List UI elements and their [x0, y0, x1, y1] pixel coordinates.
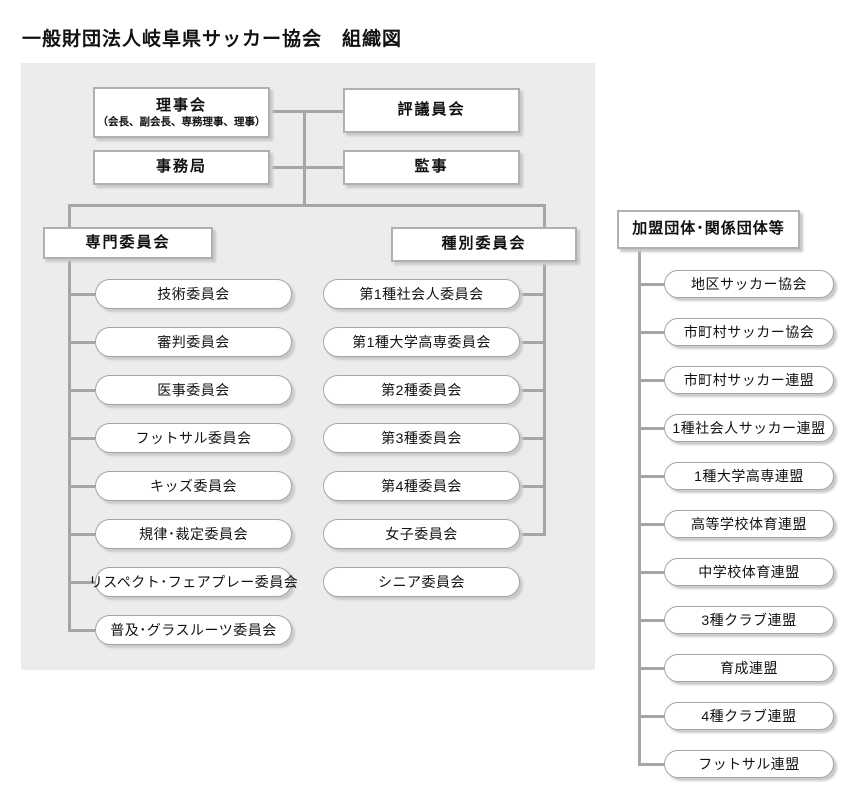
- affiliate-item: 4種クラブ連盟: [664, 702, 834, 730]
- stub: [519, 533, 546, 536]
- category-committees-label: 種別委員会: [441, 235, 527, 253]
- category-committee-item: 第1種社会人委員会: [323, 279, 520, 309]
- stub: [638, 475, 665, 478]
- stub: [69, 581, 95, 584]
- affiliate-item: 地区サッカー協会: [664, 270, 834, 298]
- auditors-label: 監事: [414, 158, 449, 176]
- affiliate-item: 市町村サッカー連盟: [664, 366, 834, 394]
- special-committee-item: リスペクト･フェアプレー委員会: [89, 567, 298, 597]
- stub: [638, 427, 665, 430]
- stub: [638, 763, 665, 766]
- special-committee-item: 規律･裁定委員会: [95, 519, 292, 549]
- category-committee-item: 第4種委員会: [323, 471, 520, 501]
- stub: [638, 379, 665, 382]
- affiliate-item: 育成連盟: [664, 654, 834, 682]
- auditors-box: 監事: [343, 150, 520, 185]
- stub: [638, 619, 665, 622]
- stub: [638, 715, 665, 718]
- special-committee-item: 審判委員会: [95, 327, 292, 357]
- special-committee-item: フットサル委員会: [95, 423, 292, 453]
- connector-center-vertical: [303, 110, 306, 207]
- stub: [519, 293, 546, 296]
- connector-affiliates-vertical: [638, 249, 641, 766]
- special-committees-header: 専門委員会: [43, 227, 213, 259]
- special-committee-item: 技術委員会: [95, 279, 292, 309]
- stub: [638, 523, 665, 526]
- stub: [69, 485, 95, 488]
- category-committee-item: 女子委員会: [323, 519, 520, 549]
- secretariat-box: 事務局: [93, 150, 270, 185]
- category-committee-item: 第1種大学高専委員会: [323, 327, 520, 357]
- stub: [638, 571, 665, 574]
- stub: [638, 283, 665, 286]
- councilors-label: 評議員会: [397, 101, 466, 119]
- connector-left-vertical: [68, 204, 71, 632]
- stub: [69, 341, 95, 344]
- affiliate-item: 市町村サッカー協会: [664, 318, 834, 346]
- affiliate-item: 中学校体育連盟: [664, 558, 834, 586]
- stub: [519, 389, 546, 392]
- board-box: 理事会 （会長、副会長、専務理事、理事）: [93, 87, 270, 138]
- category-committees-header: 種別委員会: [391, 227, 577, 262]
- connector-right-vertical: [543, 204, 546, 536]
- page-title: 一般財団法人岐阜県サッカー協会 組織図: [22, 29, 403, 50]
- stub: [69, 293, 95, 296]
- stub: [69, 629, 95, 632]
- affiliate-item: 1種大学高専連盟: [664, 462, 834, 490]
- stub: [638, 331, 665, 334]
- affiliate-item: 1種社会人サッカー連盟: [664, 414, 834, 442]
- affiliate-item: フットサル連盟: [664, 750, 834, 778]
- stub: [638, 667, 665, 670]
- stub: [69, 533, 95, 536]
- connector-split-horizontal: [68, 204, 546, 207]
- special-committee-item: 普及･グラスルーツ委員会: [95, 615, 292, 645]
- connector-secretariat-auditors: [270, 166, 343, 169]
- connector-board-councilors: [270, 110, 343, 113]
- board-sublabel: （会長、副会長、専務理事、理事）: [97, 115, 266, 128]
- category-committee-item: 第2種委員会: [323, 375, 520, 405]
- category-committee-item: シニア委員会: [323, 567, 520, 597]
- stub: [519, 341, 546, 344]
- councilors-box: 評議員会: [343, 88, 520, 133]
- affiliates-header: 加盟団体･関係団体等: [617, 210, 800, 249]
- special-committees-label: 専門委員会: [85, 233, 171, 251]
- stub: [519, 437, 546, 440]
- stub: [69, 389, 95, 392]
- board-label: 理事会: [155, 96, 207, 114]
- affiliate-item: 3種クラブ連盟: [664, 606, 834, 634]
- stub: [519, 485, 546, 488]
- special-committee-item: 医事委員会: [95, 375, 292, 405]
- secretariat-label: 事務局: [155, 158, 207, 176]
- affiliates-label: 加盟団体･関係団体等: [632, 220, 785, 238]
- special-committee-item: キッズ委員会: [95, 471, 292, 501]
- category-committee-item: 第3種委員会: [323, 423, 520, 453]
- stub: [69, 437, 95, 440]
- affiliate-item: 高等学校体育連盟: [664, 510, 834, 538]
